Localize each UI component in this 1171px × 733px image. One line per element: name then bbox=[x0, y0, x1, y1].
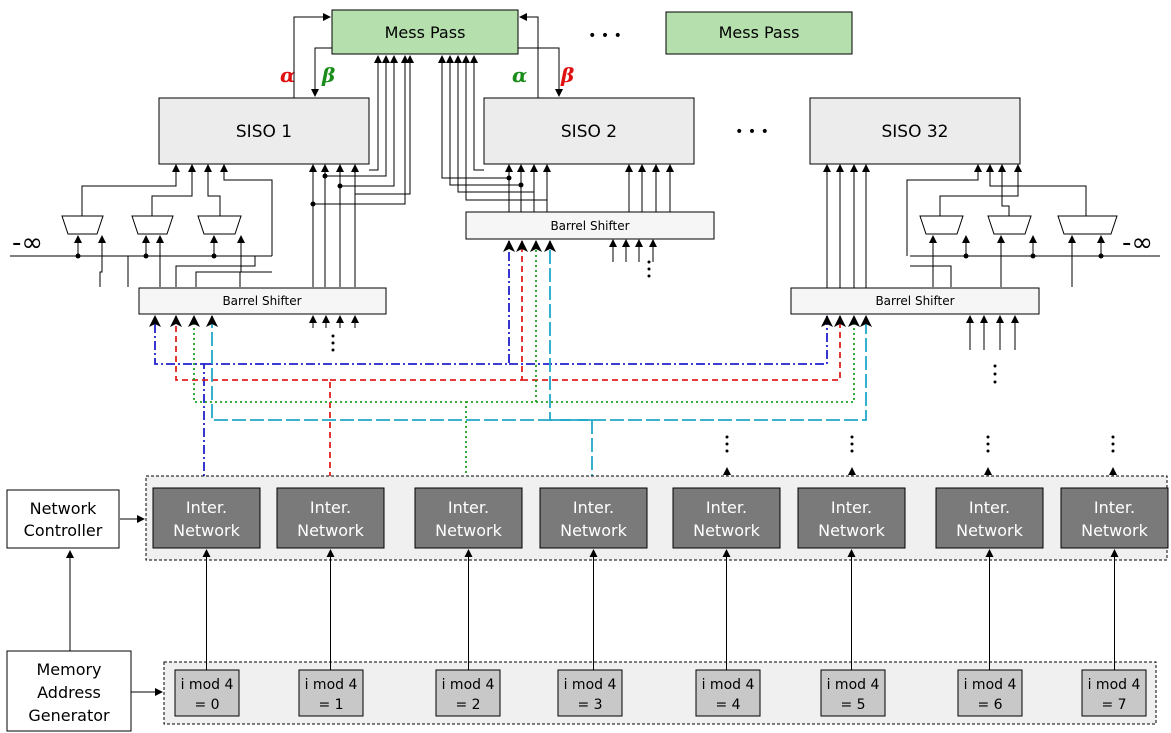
memory-module-label-line2: = 1 bbox=[318, 697, 343, 713]
memory-module-label-line2: = 7 bbox=[1101, 697, 1126, 713]
barrel-shifter-32: Barrel Shifter bbox=[790, 287, 1040, 315]
siso-2-label: SISO 2 bbox=[561, 122, 617, 142]
colored-routing bbox=[149, 240, 872, 488]
siso-32-label: SISO 32 bbox=[881, 122, 948, 142]
mag-line2: Address bbox=[37, 683, 101, 702]
inter-network-6: Inter. Network bbox=[935, 487, 1044, 549]
siso1-max-network bbox=[10, 164, 273, 287]
mess-pass-1-label: Mess Pass bbox=[385, 23, 466, 42]
network-controller-line1: Network bbox=[30, 499, 98, 518]
inter-network-2: Inter. Network bbox=[414, 487, 523, 549]
siso2-right-inputs bbox=[609, 164, 674, 262]
inter-network-label-line1: Inter. bbox=[1094, 498, 1135, 517]
barrel-shifter-32-label: Barrel Shifter bbox=[875, 294, 954, 308]
memory-module-2: i mod 4 = 2 bbox=[435, 669, 501, 717]
inter-network-label-line2: Network bbox=[818, 521, 886, 540]
inter-network-3: Inter. Network bbox=[539, 487, 648, 549]
vertical-ellipses bbox=[331, 260, 1115, 453]
memory-module-label-line1: i mod 4 bbox=[827, 677, 880, 693]
memory-module-7: i mod 4 = 7 bbox=[1081, 669, 1147, 717]
beta-label-1: β bbox=[321, 63, 335, 87]
network-controller: Network Controller bbox=[6, 489, 120, 549]
siso-2: SISO 2 bbox=[483, 97, 695, 165]
barrel-shifter-2-label: Barrel Shifter bbox=[550, 219, 629, 233]
inter-network-label-line2: Network bbox=[693, 521, 761, 540]
memory-module-label-line2: = 3 bbox=[577, 697, 602, 713]
memory-module-label-line2: = 6 bbox=[977, 697, 1002, 713]
siso32-max-network bbox=[906, 164, 1160, 287]
siso-32: SISO 32 bbox=[809, 97, 1021, 165]
neg-inf-right: -∞ bbox=[1122, 228, 1153, 258]
memory-module-3: i mod 4 = 3 bbox=[557, 669, 623, 717]
barrel-shifter-1: Barrel Shifter bbox=[138, 287, 387, 315]
mess-pass-1: Mess Pass bbox=[331, 9, 519, 55]
siso1-messpass-links bbox=[293, 13, 563, 98]
memory-module-0: i mod 4 = 0 bbox=[174, 669, 240, 717]
inter-network-label-line2: Network bbox=[173, 521, 241, 540]
inter-network-label-line2: Network bbox=[435, 521, 503, 540]
alpha-label-1: α bbox=[280, 63, 295, 87]
inter-network-row: Inter.NetworkInter.NetworkInter.NetworkI… bbox=[152, 487, 1169, 549]
mag-line3: Generator bbox=[28, 706, 110, 725]
memory-module-label-line1: i mod 4 bbox=[305, 677, 358, 693]
inter-network-label-line1: Inter. bbox=[706, 498, 747, 517]
memory-module-label-line1: i mod 4 bbox=[181, 677, 234, 693]
memory-module-label-line1: i mod 4 bbox=[702, 677, 755, 693]
alpha-label-2: α bbox=[512, 63, 527, 87]
inter-network-label-line1: Inter. bbox=[186, 498, 227, 517]
mag-line1: Memory bbox=[36, 660, 101, 679]
siso1-dots bbox=[75, 253, 217, 259]
mess-pass-2-label: Mess Pass bbox=[719, 23, 800, 42]
barrel-shifter-2: Barrel Shifter bbox=[465, 211, 715, 240]
siso2-to-messpass bbox=[438, 55, 551, 212]
memory-module-6: i mod 4 = 6 bbox=[957, 669, 1023, 717]
bs1-inputs bbox=[309, 315, 359, 328]
memory-module-label-line2: = 2 bbox=[455, 697, 480, 713]
siso32-dots bbox=[963, 253, 1104, 259]
neg-inf-left: -∞ bbox=[12, 228, 43, 258]
inter-network-1: Inter. Network bbox=[276, 487, 385, 549]
inter-network-label-line2: Network bbox=[1081, 521, 1149, 540]
mess-pass-2: Mess Pass bbox=[665, 11, 853, 55]
memory-address-generator: Memory Address Generator bbox=[6, 650, 132, 732]
beta-label-2: β bbox=[560, 63, 574, 87]
inter-network-5: Inter. Network bbox=[797, 487, 906, 549]
memory-module-label-line1: i mod 4 bbox=[564, 677, 617, 693]
network-controller-line2: Controller bbox=[24, 521, 103, 540]
inter-network-label-line2: Network bbox=[560, 521, 628, 540]
inter-network-4: Inter. Network bbox=[672, 487, 781, 549]
inter-network-label-line2: Network bbox=[297, 521, 365, 540]
inter-network-label-line1: Inter. bbox=[831, 498, 872, 517]
inter-network-label-line1: Inter. bbox=[573, 498, 614, 517]
inter-network-0: Inter. Network bbox=[152, 487, 261, 549]
ellipsis-mess-pass: • • • bbox=[588, 28, 622, 44]
siso1-to-messpass bbox=[309, 55, 414, 287]
memory-module-label-line1: i mod 4 bbox=[964, 677, 1017, 693]
memory-module-4: i mod 4 = 4 bbox=[695, 669, 761, 717]
inter-network-7: Inter. Network bbox=[1060, 487, 1169, 549]
memory-module-label-line2: = 0 bbox=[194, 697, 219, 713]
ellipsis-siso: • • • bbox=[735, 124, 769, 140]
siso32-inputs bbox=[823, 164, 1019, 350]
memory-module-label-line1: i mod 4 bbox=[1088, 677, 1141, 693]
inter-network-label-line1: Inter. bbox=[448, 498, 489, 517]
inter-network-label-line1: Inter. bbox=[969, 498, 1010, 517]
memory-module-row: i mod 4 = 0 i mod 4 = 1 i mod 4 = 2 i mod 4 = 3… bbox=[174, 549, 1147, 717]
barrel-shifter-1-label: Barrel Shifter bbox=[222, 294, 301, 308]
memory-module-label-line1: i mod 4 bbox=[442, 677, 495, 693]
memory-module-label-line2: = 4 bbox=[715, 697, 740, 713]
inter-network-label-line2: Network bbox=[956, 521, 1024, 540]
memory-module-1: i mod 4 = 1 bbox=[298, 669, 364, 717]
memory-module-label-line2: = 5 bbox=[840, 697, 865, 713]
inter-network-label-line1: Inter. bbox=[310, 498, 351, 517]
siso-1-label: SISO 1 bbox=[236, 122, 292, 142]
junction-dots bbox=[310, 167, 524, 207]
siso-1: SISO 1 bbox=[158, 97, 370, 165]
memory-module-5: i mod 4 = 5 bbox=[820, 669, 886, 717]
